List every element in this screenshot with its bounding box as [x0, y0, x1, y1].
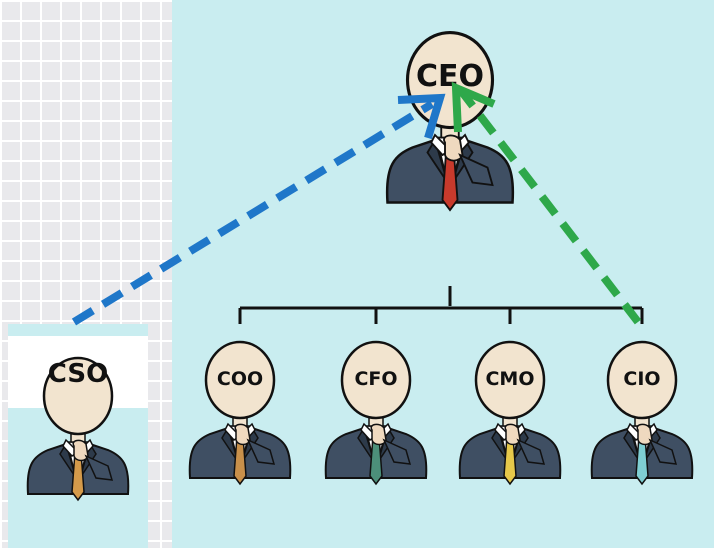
cfo-label: CFO	[354, 368, 397, 390]
org-connector-lines	[238, 286, 644, 324]
coo-figure	[188, 340, 292, 486]
cfo-figure	[324, 340, 428, 486]
cmo-label: CMO	[485, 368, 534, 390]
cso-label: CSO	[48, 359, 108, 389]
cso-figure	[26, 356, 130, 502]
cio-figure	[590, 340, 694, 486]
cso-to-ceo-arrow	[71, 93, 446, 326]
cio-label: CIO	[623, 368, 660, 390]
cio-to-ceo-arrow	[451, 81, 642, 325]
cmo-figure	[458, 340, 562, 486]
ceo-label: CEO	[416, 59, 484, 94]
coo-label: COO	[217, 368, 263, 390]
